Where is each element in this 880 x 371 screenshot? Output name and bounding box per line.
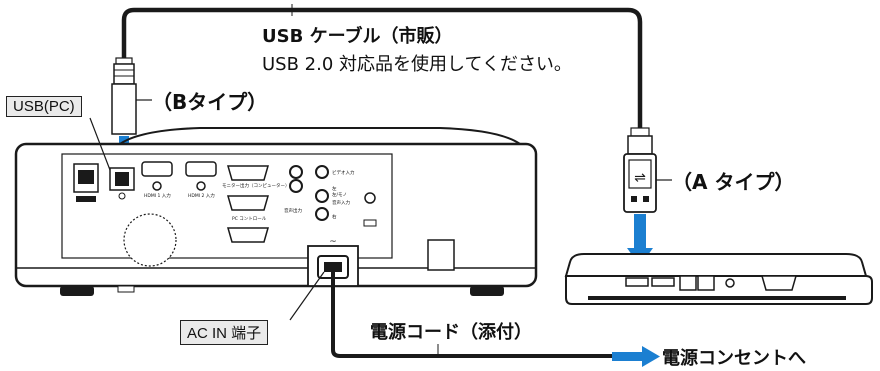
- audio-in-label: 音声入力: [332, 201, 350, 206]
- ac-in-label: AC IN 端子: [180, 320, 269, 345]
- power-cord: [331, 270, 612, 358]
- usb-a-plug: ⇌: [623, 127, 672, 213]
- monitor-out-label: モニター出力（コンピューター）: [222, 184, 290, 189]
- usb-b-plug: [111, 57, 152, 135]
- right-label: 右: [332, 215, 337, 220]
- cable-note: USB 2.0 対応品を使用してください。: [262, 54, 572, 75]
- ac-in-leader: [289, 271, 325, 321]
- mono-label: 左/モノ: [332, 193, 348, 198]
- outlet-label: 電源コンセントへ: [662, 348, 806, 369]
- pc-control-label: PC コントロール: [232, 217, 267, 222]
- audio-out-label: 音声出力: [284, 209, 302, 214]
- a-type-label: （A タイプ）: [672, 170, 795, 194]
- outlet-arrow-shaft: [612, 352, 642, 361]
- usb-pc-leader: [89, 117, 111, 171]
- svg-text:~: ~: [329, 237, 337, 247]
- left-mark-label: 左: [332, 187, 337, 192]
- projector: ~: [14, 127, 538, 296]
- b-type-label: （Bタイプ）: [152, 90, 268, 114]
- hdmi1-label: HDMI 1 入力: [144, 194, 171, 199]
- cable-title: USB ケーブル（市販）: [262, 26, 453, 47]
- computer-laptop: [564, 253, 873, 305]
- arrow-a-shaft: [634, 214, 646, 248]
- video-in-label: ビデオ入力: [332, 171, 355, 176]
- usb-cable: [121, 7, 643, 128]
- usb-pc-label: USB(PC): [6, 96, 82, 117]
- outlet-arrow-head: [642, 346, 660, 367]
- svg-text:⇌: ⇌: [634, 170, 646, 186]
- hdmi2-label: HDMI 2 入力: [188, 194, 215, 199]
- power-cord-label: 電源コード（添付）: [370, 322, 532, 343]
